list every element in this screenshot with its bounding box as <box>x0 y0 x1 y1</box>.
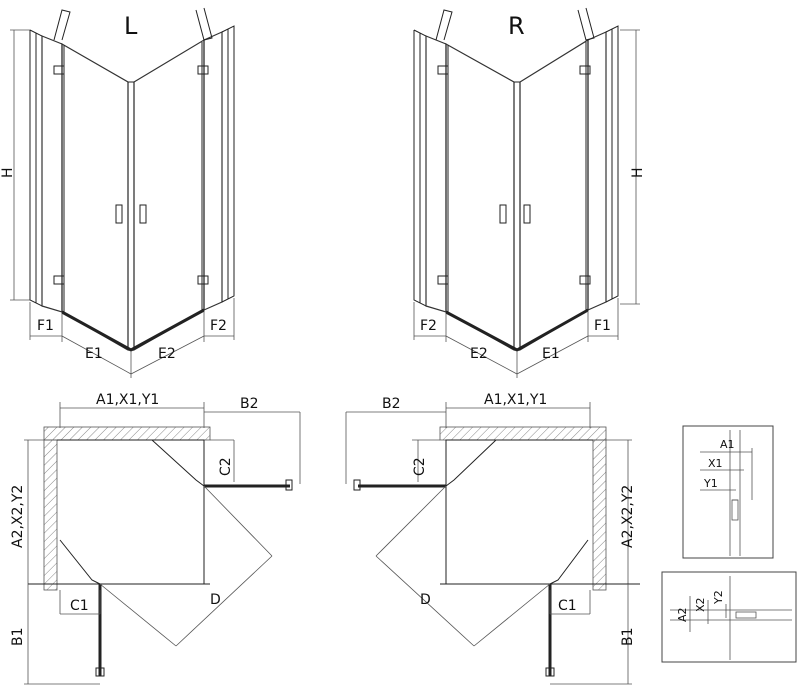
plan-right-d: D <box>420 592 431 608</box>
plan-left-b2: B2 <box>240 396 259 412</box>
plan-left-c2: C2 <box>218 457 234 476</box>
plan-left-d: D <box>210 592 221 608</box>
detail-a1: A1 <box>720 438 735 451</box>
elevation-right-f1: F1 <box>594 318 611 334</box>
elevation-right-h: H <box>630 167 646 178</box>
elevation-left-e1: E1 <box>85 346 103 362</box>
elevation-right-f2: F2 <box>420 318 437 334</box>
elevation-left-f2: F2 <box>210 318 227 334</box>
elevation-right-e1: E1 <box>542 346 560 362</box>
plan-right-b2: B2 <box>382 396 401 412</box>
plan-left-b1: B1 <box>10 627 26 646</box>
elevation-left-e2: E2 <box>158 346 176 362</box>
detail-top: A1 X1 Y1 <box>682 425 774 559</box>
elevation-left-h: H <box>0 167 16 178</box>
plan-left-a2: A2,X2,Y2 <box>10 485 26 548</box>
elevation-left: L H <box>0 7 235 378</box>
plan-left-a1: A1,X1,Y1 <box>96 392 159 408</box>
elevation-left-title: L <box>124 12 138 40</box>
elevation-right-title: R <box>508 12 525 40</box>
elevation-right: R H F2 E2 <box>413 7 646 378</box>
detail-a2: A2 <box>676 607 689 622</box>
plan-left: A1,X1,Y1 B2 C2 A2,X2,Y2 C1 D <box>10 392 301 685</box>
detail-x2: X2 <box>694 597 707 612</box>
detail-bottom: A2 X2 Y2 <box>661 571 797 663</box>
elevation-right-e2: E2 <box>470 346 488 362</box>
plan-right-c1: C1 <box>558 598 577 614</box>
plan-right-a1: A1,X1,Y1 <box>484 392 547 408</box>
elevation-left-f1: F1 <box>37 318 54 334</box>
detail-y1: Y1 <box>703 477 718 490</box>
detail-y2: Y2 <box>712 590 725 605</box>
plan-right-c2: C2 <box>412 457 428 476</box>
plan-right-a2: A2,X2,Y2 <box>620 485 636 548</box>
detail-x1: X1 <box>708 457 723 470</box>
plan-left-c1: C1 <box>70 598 89 614</box>
plan-right: A1,X1,Y1 B2 C2 A2,X2,Y2 C1 D B1 <box>345 392 640 685</box>
plan-right-b1: B1 <box>620 627 636 646</box>
